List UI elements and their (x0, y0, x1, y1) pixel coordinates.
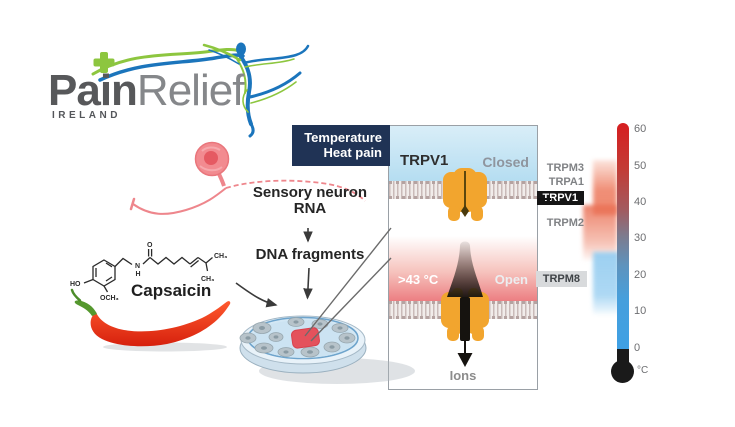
ions-label: Ions (449, 368, 477, 383)
thermometer-stem (617, 349, 629, 363)
atom-h: H (136, 271, 141, 278)
tick-40: 40 (634, 196, 647, 208)
trpv1-connector-line (538, 198, 551, 200)
atom-och3: OCH₃ (100, 295, 119, 302)
thermometer-tube (617, 123, 629, 349)
cell-nuclei (245, 320, 350, 354)
sensory-neuron-label: Sensory neuron RNA (240, 185, 380, 217)
cell-colonies (239, 317, 356, 358)
closed-state-label: Closed (482, 154, 529, 170)
receptor-trpv1: TRPV1 (536, 191, 584, 205)
atom-ho: HO (70, 281, 81, 288)
tick-10: 10 (634, 305, 647, 317)
tick-30: 30 (634, 232, 647, 244)
tick-20: 20 (634, 269, 647, 281)
celsius-unit-label: °C (637, 365, 649, 376)
tick-50: 50 (634, 160, 647, 172)
hot-range-band-lower (583, 205, 617, 260)
logo-country: IRELAND (52, 110, 121, 121)
logo: PainRelief (48, 66, 244, 116)
channel-name-label: TRPV1 (400, 152, 449, 169)
panel-header-line2: Heat pain (323, 145, 382, 160)
logo-brand-light: Relief (136, 66, 244, 115)
sensory-neuron-line1: Sensory neuron (252, 184, 368, 201)
logo-brand-bold: Pain (48, 66, 138, 115)
atom-o: O (147, 242, 153, 249)
ion-flow-funnel (447, 241, 483, 297)
receptor-trpm3: TRPM3 (546, 162, 584, 174)
trpv1-closed-channel (443, 168, 487, 221)
flow-arrows (235, 228, 313, 308)
panel-header-line1: Temperature (304, 130, 382, 145)
receptor-trpm8: TRPM8 (535, 271, 587, 287)
tick-60: 60 (634, 123, 647, 135)
ion-arrow (457, 353, 473, 367)
capsaicin-label: Capsaicin (131, 281, 212, 300)
arrow-dna-to-dish (303, 267, 313, 300)
panel-header: Temperature Heat pain (292, 125, 390, 166)
tick-0: 0 (634, 342, 641, 354)
dna-fragments-label: DNA fragments (255, 246, 365, 263)
receptor-trpm2: TRPM2 (546, 217, 584, 229)
temperature-threshold-label: >43 °C (398, 272, 439, 287)
needle-callout-lines (304, 227, 392, 342)
trpv1-open-channel (441, 288, 489, 341)
tissue-sample (291, 327, 320, 349)
channel-proteins (441, 168, 489, 367)
open-state-label: Open (494, 272, 528, 287)
thermometer-bulb (611, 360, 634, 383)
atom-ch3-top: CH₃ (214, 253, 227, 260)
channel-state-panel: TRPV1 Closed >43 °C Open Ions (388, 125, 538, 390)
arrow-capsaicin-to-dish (235, 282, 278, 308)
atom-n: N (135, 263, 140, 270)
receptor-trpa1: TRPA1 (548, 176, 584, 188)
cold-range-band (593, 252, 619, 314)
sensory-neuron-line2: RNA (293, 200, 327, 217)
